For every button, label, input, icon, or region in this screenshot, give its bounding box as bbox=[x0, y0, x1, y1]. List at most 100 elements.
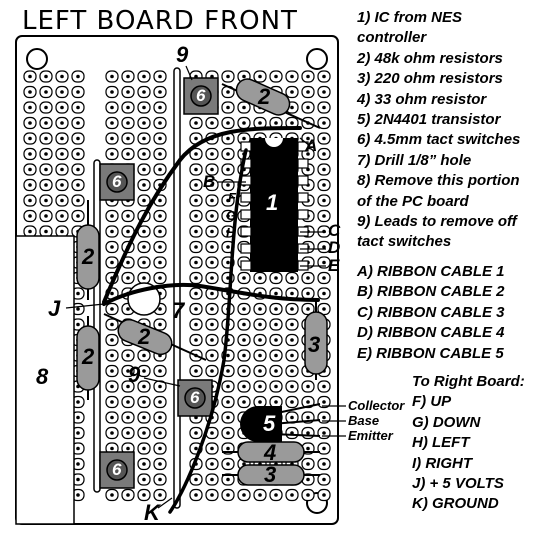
resistor-right-vertical bbox=[304, 300, 328, 380]
pad-hole bbox=[322, 431, 326, 435]
right-board-heading: To Right Board: bbox=[412, 372, 525, 390]
pad-hole bbox=[110, 322, 114, 327]
pad-hole bbox=[226, 167, 230, 172]
label-8: 8 bbox=[36, 364, 49, 389]
tact-switch-left-lower bbox=[99, 451, 135, 489]
pad-hole bbox=[110, 90, 114, 94]
pad-hole bbox=[226, 90, 230, 94]
ic-pin bbox=[240, 209, 252, 220]
pad-hole bbox=[194, 229, 198, 234]
ic-pin bbox=[240, 175, 252, 186]
legend-item: controller bbox=[357, 29, 427, 47]
pad-hole bbox=[194, 322, 198, 327]
pad-hole bbox=[158, 307, 162, 311]
pad-hole bbox=[226, 198, 230, 203]
pad-hole bbox=[322, 90, 326, 94]
ic-notch bbox=[265, 138, 283, 147]
pad-hole bbox=[76, 198, 80, 203]
pad-hole bbox=[158, 384, 162, 389]
pad-hole bbox=[194, 214, 198, 218]
pad-hole bbox=[126, 384, 130, 389]
label-emitter: Emitter bbox=[348, 428, 393, 443]
pad-hole bbox=[322, 446, 326, 451]
pad-hole bbox=[110, 353, 114, 358]
pad-hole bbox=[226, 369, 230, 373]
pad-hole bbox=[210, 167, 214, 172]
legend: 1) IC from NES controller 2) 48k ohm res… bbox=[357, 8, 547, 515]
pad-hole bbox=[158, 415, 162, 420]
ic-pin bbox=[297, 141, 309, 152]
pad-hole bbox=[226, 183, 230, 187]
pointer-a bbox=[299, 137, 311, 147]
pad-hole bbox=[60, 214, 64, 218]
pad-hole bbox=[110, 384, 114, 389]
pad-hole bbox=[60, 198, 64, 203]
label-f: F bbox=[228, 190, 236, 205]
legend-item: 9) Leads to remove off bbox=[357, 213, 517, 231]
pad-hole bbox=[158, 229, 162, 234]
pad-hole bbox=[306, 167, 310, 172]
removed-board-portion bbox=[15, 235, 75, 525]
pad-hole bbox=[274, 307, 278, 311]
pad-hole bbox=[258, 493, 262, 497]
pad-hole bbox=[322, 121, 326, 125]
pad-hole bbox=[306, 105, 310, 110]
ic-pin bbox=[297, 158, 309, 169]
label-2-left-lower: 2 bbox=[82, 344, 95, 369]
bus-strip-left bbox=[93, 159, 101, 493]
pad-hole bbox=[290, 384, 294, 389]
label-d: D bbox=[328, 238, 341, 257]
pad-hole bbox=[194, 260, 198, 265]
pad-hole bbox=[142, 260, 146, 265]
pad-hole bbox=[126, 400, 130, 404]
pad-hole bbox=[142, 462, 146, 466]
label-6-left-lower: 6 bbox=[112, 460, 122, 479]
pad-hole bbox=[194, 307, 198, 311]
pointer-k bbox=[157, 497, 173, 509]
legend-item: 4) 33 ohm resistor bbox=[357, 90, 487, 108]
pad-hole bbox=[322, 493, 326, 497]
pad-hole bbox=[44, 74, 48, 79]
legend-item: tact switches bbox=[357, 233, 452, 251]
pad-hole bbox=[126, 431, 130, 435]
pad-hole bbox=[110, 74, 114, 79]
pad-hole bbox=[258, 338, 262, 342]
pad-hole bbox=[28, 74, 32, 79]
pad-hole bbox=[158, 136, 162, 141]
pad-hole bbox=[142, 229, 146, 234]
pad-hole bbox=[322, 105, 326, 110]
pad-hole bbox=[306, 462, 310, 466]
label-g: G bbox=[226, 208, 237, 223]
pad-hole bbox=[274, 369, 278, 373]
pad-hole bbox=[60, 229, 64, 234]
pad-hole bbox=[158, 214, 162, 218]
pad-hole bbox=[290, 415, 294, 420]
cable-item: C) RIBBON CABLE 3 bbox=[357, 303, 505, 321]
pad-hole bbox=[126, 415, 130, 420]
pad-hole bbox=[290, 338, 294, 342]
label-2-top: 2 bbox=[258, 84, 271, 109]
pad-hole bbox=[76, 462, 80, 466]
pad-hole bbox=[142, 90, 146, 94]
pad-hole bbox=[158, 260, 162, 265]
pad-hole bbox=[44, 136, 48, 141]
pad-hole bbox=[28, 90, 32, 94]
pad-hole bbox=[322, 307, 326, 311]
pad-hole bbox=[242, 338, 246, 342]
tact-switch-left-upper bbox=[99, 163, 135, 201]
pad-hole bbox=[60, 167, 64, 172]
pad-hole bbox=[60, 74, 64, 79]
pad-hole bbox=[194, 136, 198, 141]
pad-hole bbox=[322, 400, 326, 404]
pad-hole bbox=[158, 245, 162, 249]
pad-hole bbox=[210, 291, 214, 296]
pad-hole bbox=[258, 74, 262, 79]
tact-switch-top bbox=[183, 77, 219, 115]
pad-hole bbox=[306, 136, 310, 141]
pad-hole bbox=[306, 415, 310, 420]
pad-hole bbox=[194, 167, 198, 172]
pad-hole bbox=[210, 214, 214, 218]
pad-hole bbox=[142, 400, 146, 404]
pad-hole bbox=[226, 477, 230, 482]
